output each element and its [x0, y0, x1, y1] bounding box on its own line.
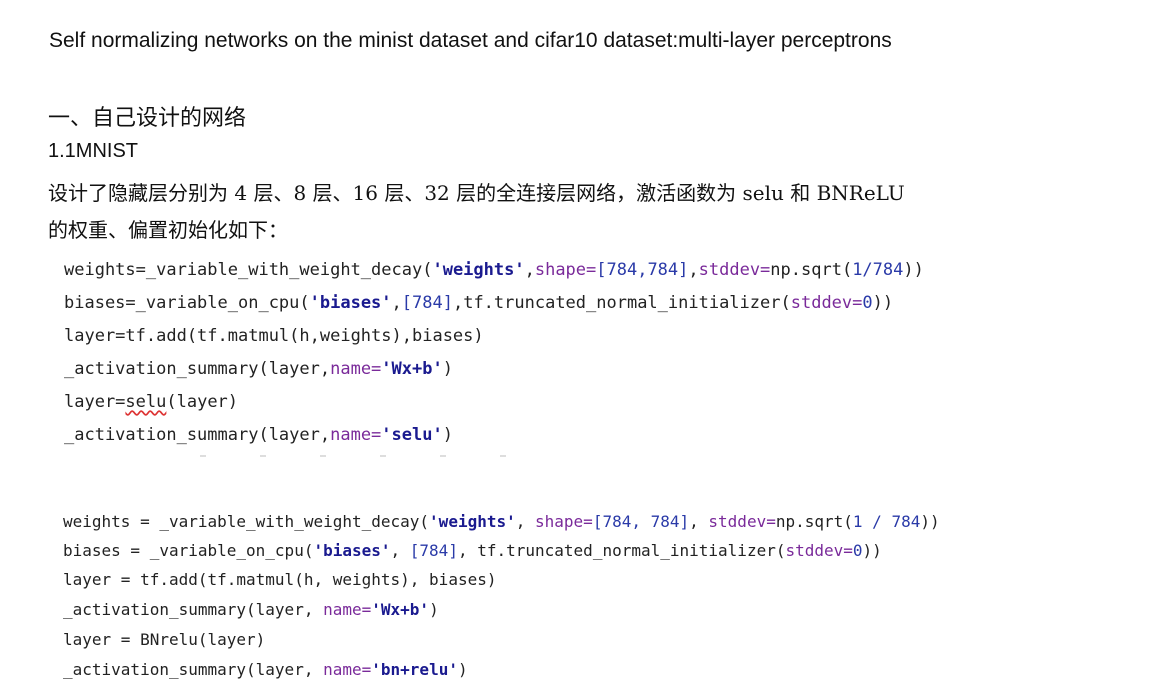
- code-line: biases=_variable_on_cpu('biases',[784],t…: [64, 293, 894, 313]
- paragraph-line-2: 的权重、偏置初始化如下：: [48, 218, 288, 242]
- divider: [200, 455, 540, 457]
- code-line: _activation_summary(layer, name='bn+relu…: [63, 660, 468, 679]
- code-line: _activation_summary(layer, name='Wx+b'): [63, 600, 439, 619]
- code-line: biases = _variable_on_cpu('biases', [784…: [63, 541, 882, 560]
- code-line: weights = _variable_with_weight_decay('w…: [63, 512, 940, 531]
- spellcheck-underline: selu: [125, 392, 167, 412]
- code-line: layer=selu(layer): [64, 392, 239, 412]
- section-heading: 一、自己设计的网络: [48, 106, 247, 131]
- code-line: _activation_summary(layer,name='Wx+b'): [64, 359, 453, 379]
- code-line: layer=tf.add(tf.matmul(h,weights),biases…: [64, 326, 484, 346]
- code-line: layer = BNrelu(layer): [63, 630, 266, 649]
- subsection-heading: 1.1MNIST: [48, 140, 139, 162]
- paragraph-line-1: 设计了隐藏层分别为 4 层、8 层、16 层、32 层的全连接层网络，激活函数为…: [48, 181, 905, 205]
- code-line: weights=_variable_with_weight_decay('wei…: [64, 260, 924, 280]
- code-line: _activation_summary(layer,name='selu'): [64, 425, 453, 445]
- document-title: Self normalizing networks on the minist …: [49, 29, 892, 52]
- code-line: layer = tf.add(tf.matmul(h, weights), bi…: [63, 570, 497, 589]
